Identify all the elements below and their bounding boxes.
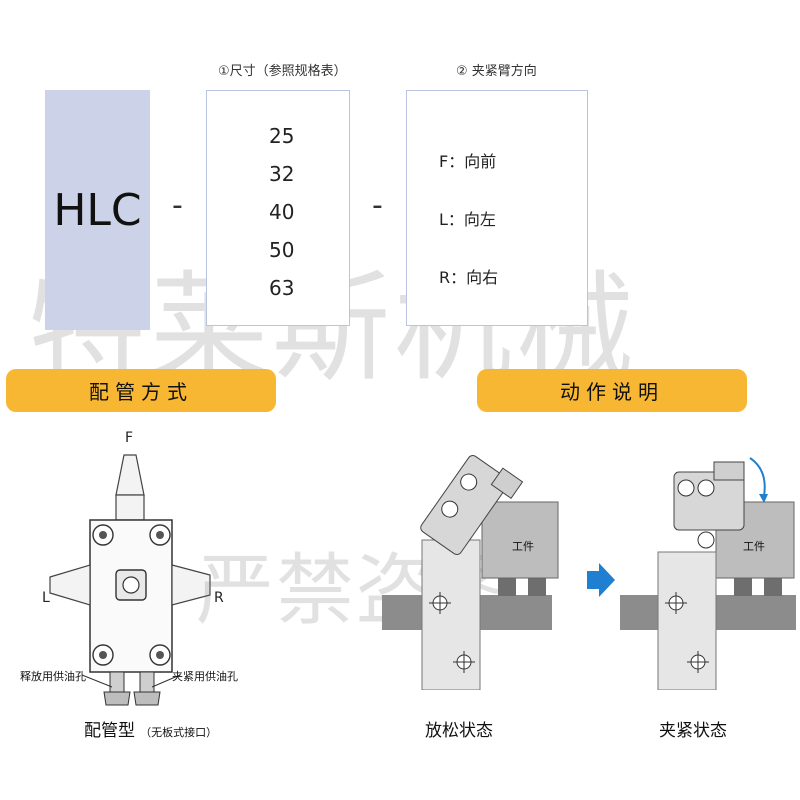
clamp-body — [421, 539, 481, 690]
piping-type-main: 配管型 — [84, 721, 135, 741]
direction-box: F：向前 L：向左 R：向右 — [406, 90, 588, 326]
size-item: 50 — [269, 238, 295, 262]
direction-list: F：向前 L：向左 R：向右 — [439, 133, 498, 307]
separator-1: - — [172, 188, 183, 223]
workpiece-block — [481, 501, 559, 579]
rotation-arrow-icon — [749, 457, 766, 497]
model-code: HLC — [53, 184, 142, 236]
label-front: F — [125, 430, 134, 446]
separator-2: - — [372, 188, 383, 223]
piping-diagram — [49, 454, 211, 706]
piping-type-caption: 配管型 （无板式接口） — [84, 716, 217, 741]
action-title-bar: 动作说明 — [477, 369, 747, 412]
piping-title-bar: 配管方式 — [6, 369, 276, 412]
label-left: L — [42, 590, 50, 606]
size-item: 63 — [269, 276, 295, 300]
model-code-box: HLC — [45, 90, 150, 330]
front-nozzle — [115, 454, 145, 496]
released-state-diagram — [382, 455, 559, 690]
label-right: R — [214, 590, 224, 606]
clamped-caption: 夹紧状态 — [659, 721, 727, 741]
right-nozzle — [171, 564, 211, 606]
left-nozzle — [49, 564, 91, 606]
size-item: 40 — [269, 200, 295, 224]
size-list: 25 32 40 50 63 — [269, 117, 294, 307]
workpiece-label-released: 工件 — [512, 540, 534, 553]
released-caption: 放松状态 — [425, 721, 493, 741]
direction-item-left: L：向左 — [439, 210, 496, 229]
clamp-body — [657, 551, 717, 690]
clamped-state-diagram — [620, 457, 796, 690]
transition-arrow-icon — [587, 563, 615, 597]
workpiece-label-clamped: 工件 — [743, 540, 765, 553]
direction-header: ② 夹紧臂方向 — [456, 64, 537, 79]
piping-type-sub: （无板式接口） — [140, 726, 218, 739]
direction-item-right: R：向右 — [439, 268, 499, 287]
direction-item-front: F：向前 — [439, 152, 497, 171]
clamp-arm — [420, 455, 510, 555]
clamp-port-label: 夹紧用供油孔 — [172, 670, 238, 683]
size-item: 25 — [269, 124, 295, 148]
release-port-label: 释放用供油孔 — [20, 670, 86, 683]
size-box: 25 32 40 50 63 — [206, 90, 350, 326]
size-item: 32 — [269, 162, 295, 186]
size-header: ①尺寸（参照规格表） — [218, 64, 347, 79]
